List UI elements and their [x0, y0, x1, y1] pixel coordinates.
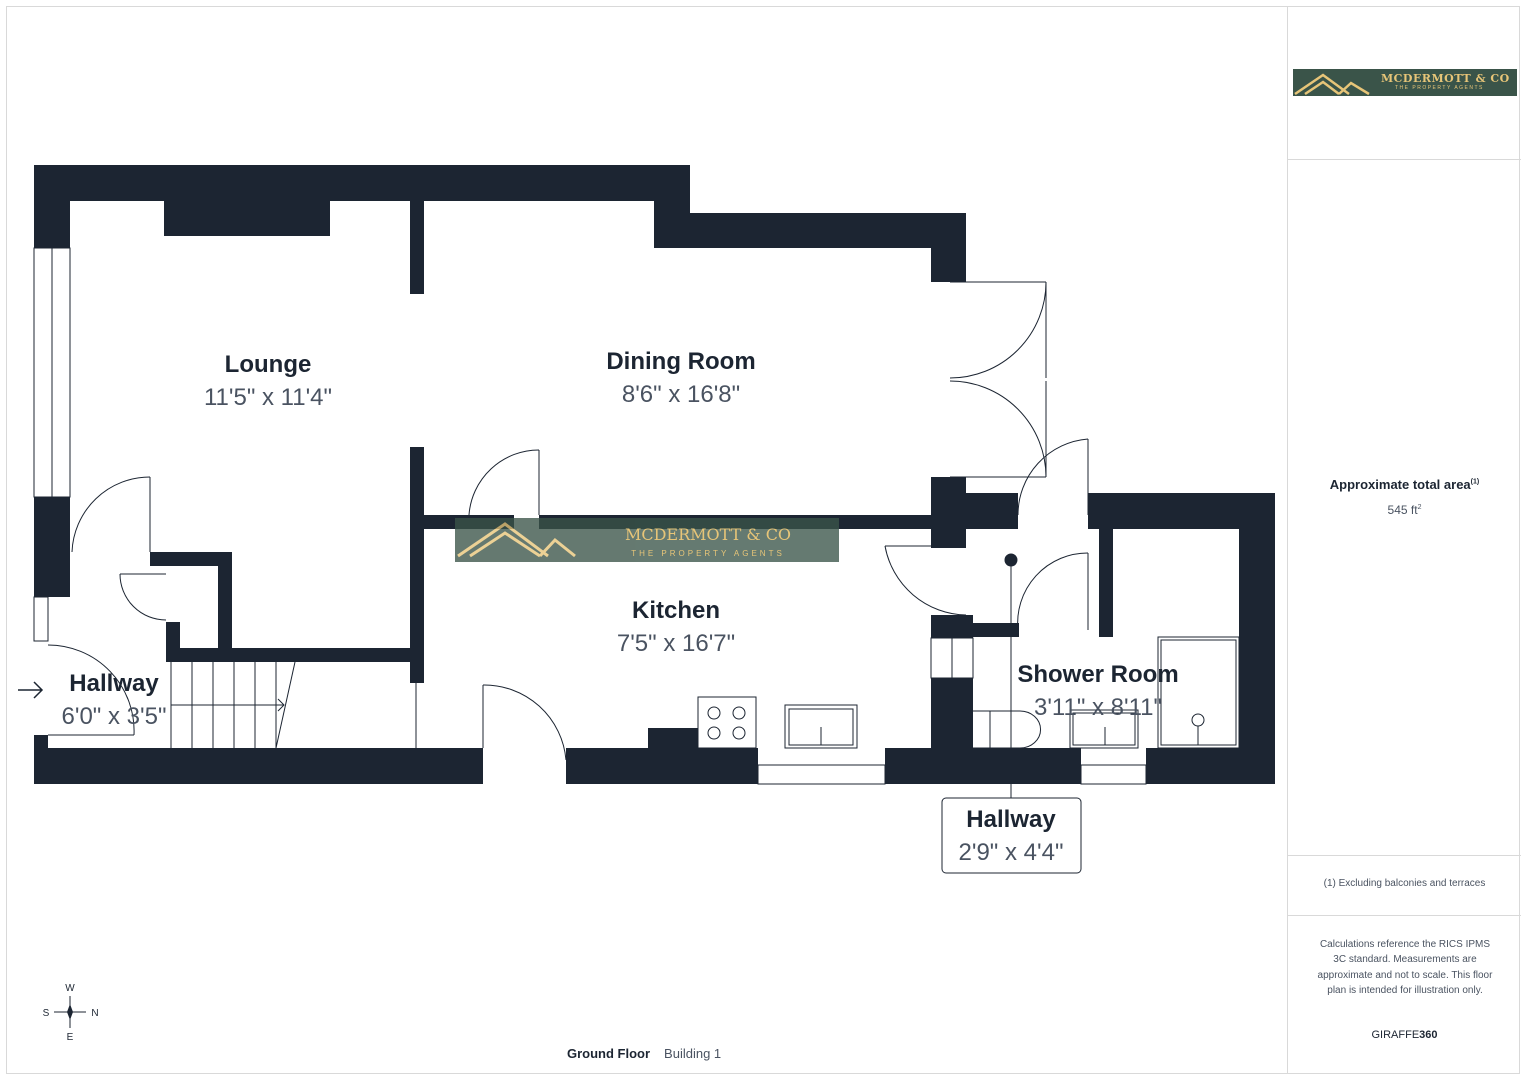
floor-label: Ground Floor — [567, 1046, 651, 1061]
agent-logo: MCDERMOTT & CO THE PROPERTY AGENTS — [1293, 69, 1517, 96]
room-hallway1-name: Hallway — [69, 670, 159, 697]
logo-name: MCDERMOTT & CO — [1381, 72, 1510, 85]
compass: W S N E — [43, 983, 99, 1043]
brand-a: GIRAFFE — [1371, 1029, 1420, 1041]
room-kitchen-name: Kitchen — [632, 597, 720, 624]
compass-n: N — [91, 1008, 98, 1019]
area-value: 545 ft2 — [1288, 503, 1521, 517]
room-dining-dims: 8'6" x 16'8" — [622, 381, 740, 408]
divider — [1288, 159, 1521, 160]
room-kitchen-dims: 7'5" x 16'7" — [617, 630, 735, 657]
area-title-text: Approximate total area — [1329, 477, 1471, 492]
basin-icon — [1069, 709, 1139, 749]
watermark — [455, 518, 839, 562]
area-footnote: (1) Excluding balconies and terraces — [1323, 878, 1486, 889]
divider — [1288, 855, 1521, 856]
info-sidebar: MCDERMOTT & CO THE PROPERTY AGENTS Appro… — [1287, 6, 1521, 1074]
room-shower-name: Shower Room — [1017, 661, 1178, 688]
area-title: Approximate total area(1) — [1288, 477, 1521, 492]
entrance-arrow — [18, 681, 44, 699]
stairs — [170, 661, 296, 749]
fixtures — [697, 553, 1240, 749]
sink-icon — [784, 704, 858, 749]
floor-footer: Ground Floor Building 1 — [567, 1046, 721, 1061]
plan-sheet — [6, 6, 1520, 1074]
compass-e: E — [67, 1032, 74, 1043]
walls — [34, 165, 1275, 784]
room-shower-dims: 3'11" x 8'11" — [1034, 694, 1162, 721]
divider — [1288, 915, 1521, 916]
compass-s: S — [43, 1008, 50, 1019]
room-labels: Lounge 11'5" x 11'4" Dining Room 8'6" x … — [62, 348, 1179, 866]
toilet-icon — [973, 710, 1042, 749]
room-hallway2-name: Hallway — [966, 806, 1056, 833]
hallway-label-leader — [941, 784, 1082, 874]
room-hallway2-dims: 2'9" x 4'4" — [959, 839, 1064, 866]
room-hallway1-dims: 6'0" x 3'5" — [62, 703, 167, 730]
compass-w: W — [65, 983, 75, 994]
shower-tray-icon — [1157, 636, 1240, 749]
area-value-text: 545 ft — [1387, 503, 1418, 517]
area-unit-sup: 2 — [1417, 504, 1422, 511]
watermark-tagline: THE PROPERTY AGENTS — [631, 549, 785, 558]
house-roof-icon — [1294, 73, 1370, 96]
watermark-name: MCDERMOTT & CO — [625, 525, 791, 544]
giraffe360-brand: GIRAFFE360 — [1288, 1029, 1521, 1041]
windows — [33, 247, 1147, 785]
doors — [47, 281, 1089, 761]
building-label: Building 1 — [664, 1046, 722, 1061]
logo-tagline: THE PROPERTY AGENTS — [1395, 85, 1484, 91]
room-lounge-dims: 11'5" x 11'4" — [204, 384, 332, 411]
room-lounge-name: Lounge — [225, 351, 312, 378]
room-dining-name: Dining Room — [606, 348, 755, 375]
calculation-disclaimer: Calculations reference the RICS IPMS 3C … — [1317, 939, 1493, 996]
hob-icon — [697, 696, 757, 749]
brand-b: 360 — [1419, 1029, 1438, 1041]
area-title-sup: (1) — [1470, 478, 1480, 486]
